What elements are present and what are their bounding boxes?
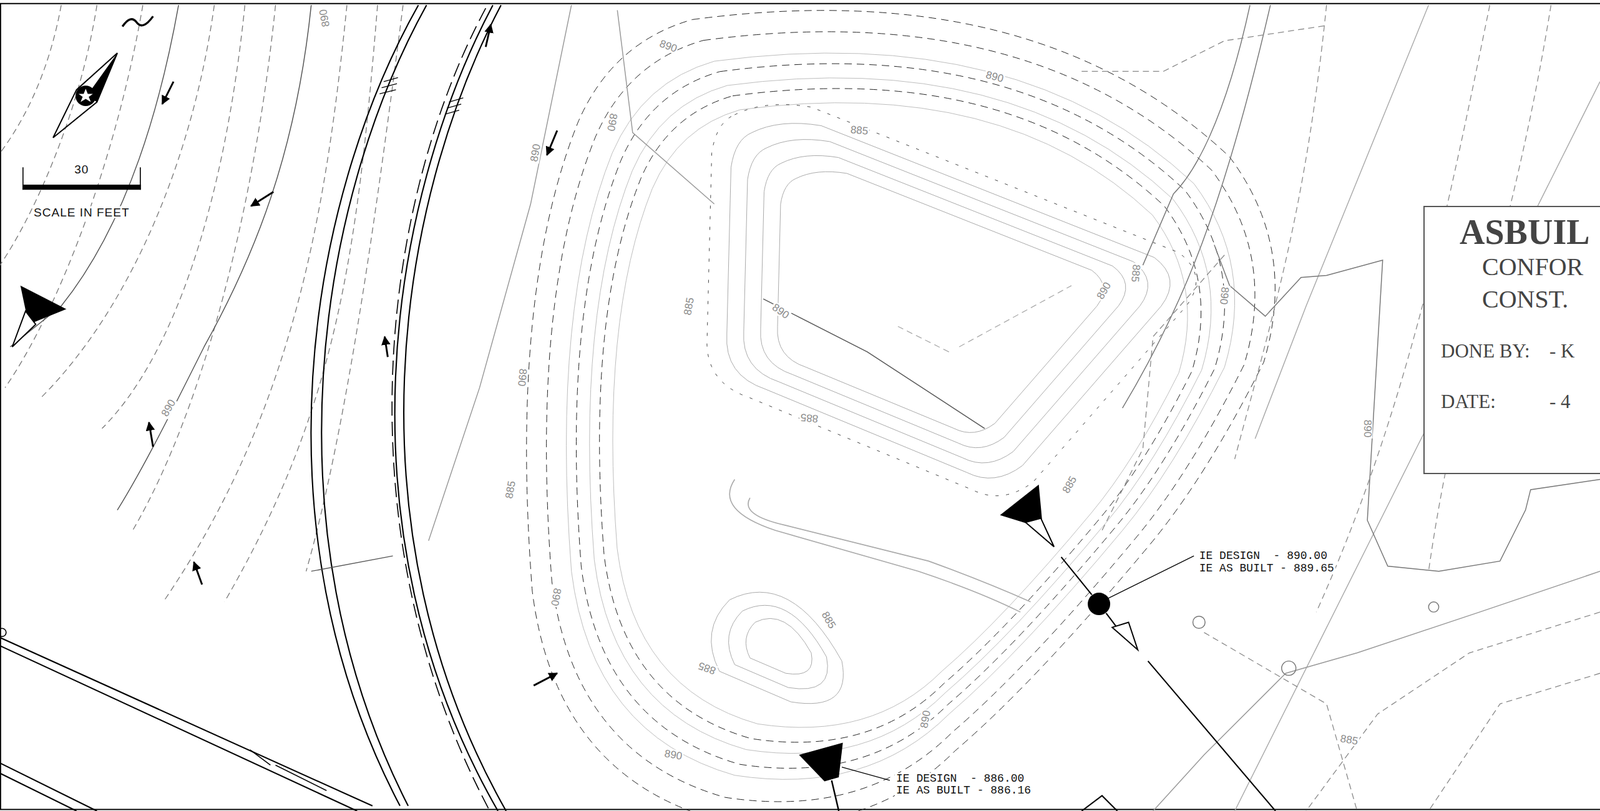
contour-elevation: 885 — [1129, 262, 1142, 284]
scale-label: 30 — [74, 163, 89, 176]
title-block-text: CONST. — [1482, 287, 1569, 313]
invert-elevation-note: IE DESIGN - 886.00 — [894, 773, 1026, 785]
contour-elevation: 890 — [516, 366, 529, 389]
contour-elevation: 890 — [1094, 279, 1114, 303]
contour-elevation: 885 — [818, 609, 839, 633]
title-block: ASBUIL CONFOR CONST. DONE BY: - K DATE: - 4 — [1423, 205, 1600, 475]
invert-elevation-note: IE AS BUILT - 889.65 — [1198, 562, 1336, 575]
title-block-text: - K — [1549, 341, 1575, 361]
contour-elevation: 885 — [1337, 732, 1360, 747]
contour-elevation: 885 — [502, 478, 517, 501]
invert-elevation-note: IE DESIGN - 890.00 — [1198, 550, 1329, 562]
contour-elevation: 890 — [918, 708, 933, 731]
contour-elevation: 890 — [1218, 285, 1231, 307]
contour-elevation: 890 — [549, 585, 563, 608]
title-text: ASBUIL — [1459, 214, 1591, 250]
contour-elevation: 885 — [848, 124, 870, 137]
title-block-text: DONE BY: — [1440, 341, 1531, 361]
contour-elevation: 890 — [662, 748, 685, 762]
contour-elevation: 885 — [682, 295, 696, 318]
north-arrow — [53, 16, 153, 138]
contour-elevation: 890 — [528, 142, 543, 165]
contour-elevation: 885 — [1059, 473, 1079, 497]
contour-elevation: 885 — [798, 412, 820, 425]
contour-elevation: 890 — [1362, 418, 1373, 439]
scale-label: SCALE IN FEET — [33, 206, 130, 219]
contour-elevation: 890 — [605, 111, 620, 134]
title-block-text: DATE: — [1440, 391, 1496, 412]
contour-elevation: 890 — [769, 300, 792, 321]
contour-elevation: 890 — [158, 396, 178, 420]
contour-elevation: 885 — [695, 660, 719, 678]
title-block-text: - 4 — [1549, 391, 1571, 412]
contour-elevation: 890 — [657, 37, 680, 55]
invert-elevation-note: IE AS BUILT - 886.16 — [894, 785, 1033, 797]
contour-elevation: 890 — [317, 7, 332, 30]
title-block-text: CONFOR — [1482, 254, 1584, 280]
storm-pipe — [12, 285, 1276, 811]
